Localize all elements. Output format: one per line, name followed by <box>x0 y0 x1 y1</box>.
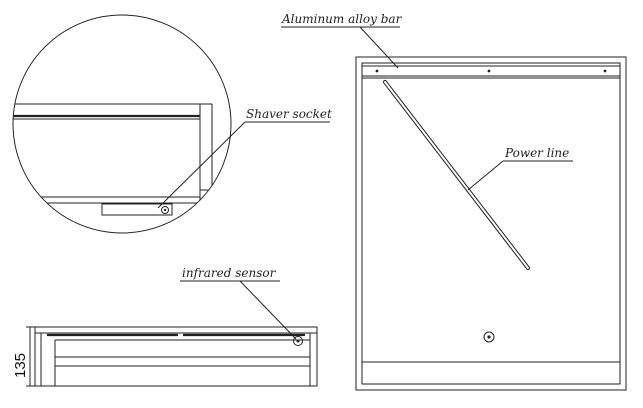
shaver-socket-leader <box>157 121 246 209</box>
bottom-view-top-strip <box>34 326 318 334</box>
front-sensor-dot <box>487 335 491 339</box>
bar-screw-3 <box>603 69 607 73</box>
power-line-cable-inner <box>384 81 529 269</box>
power-line-label: Power line <box>504 146 569 160</box>
mirror-frame-inner <box>361 62 621 385</box>
mirror-bottom-view <box>34 326 318 387</box>
infrared-sensor-leader <box>239 280 297 340</box>
power-line-callout: Power line <box>467 146 573 191</box>
height-dimension: 135 <box>12 326 35 387</box>
aluminum-bar-label: Aluminum alloy bar <box>281 12 403 26</box>
infrared-sensor-callout: infrared sensor <box>180 266 297 340</box>
shaver-socket-hole <box>161 206 169 214</box>
power-line-leader <box>467 160 504 191</box>
dimension-value: 135 <box>12 353 29 378</box>
detail-circle-view <box>12 14 232 234</box>
aluminum-bar-callout: Aluminum alloy bar <box>281 12 403 69</box>
bar-screw-2 <box>487 69 491 73</box>
bar-screw-1 <box>375 69 379 73</box>
shaver-socket-label: Shaver socket <box>246 107 332 121</box>
mirror-front-view <box>355 56 627 391</box>
aluminum-bar-leader <box>359 26 399 69</box>
aluminum-alloy-bar <box>361 65 621 77</box>
shaver-socket-box <box>101 203 173 216</box>
infrared-sensor-label: infrared sensor <box>182 266 277 280</box>
shaver-socket-pin <box>163 208 167 212</box>
shaver-socket-callout: Shaver socket <box>157 107 332 209</box>
bottom-sensor-dot <box>296 339 300 343</box>
mirror-frame-outer <box>355 56 627 391</box>
detail-circle <box>12 14 232 234</box>
front-sensor-ring <box>483 331 495 343</box>
bottom-sensor-ring <box>293 336 303 346</box>
